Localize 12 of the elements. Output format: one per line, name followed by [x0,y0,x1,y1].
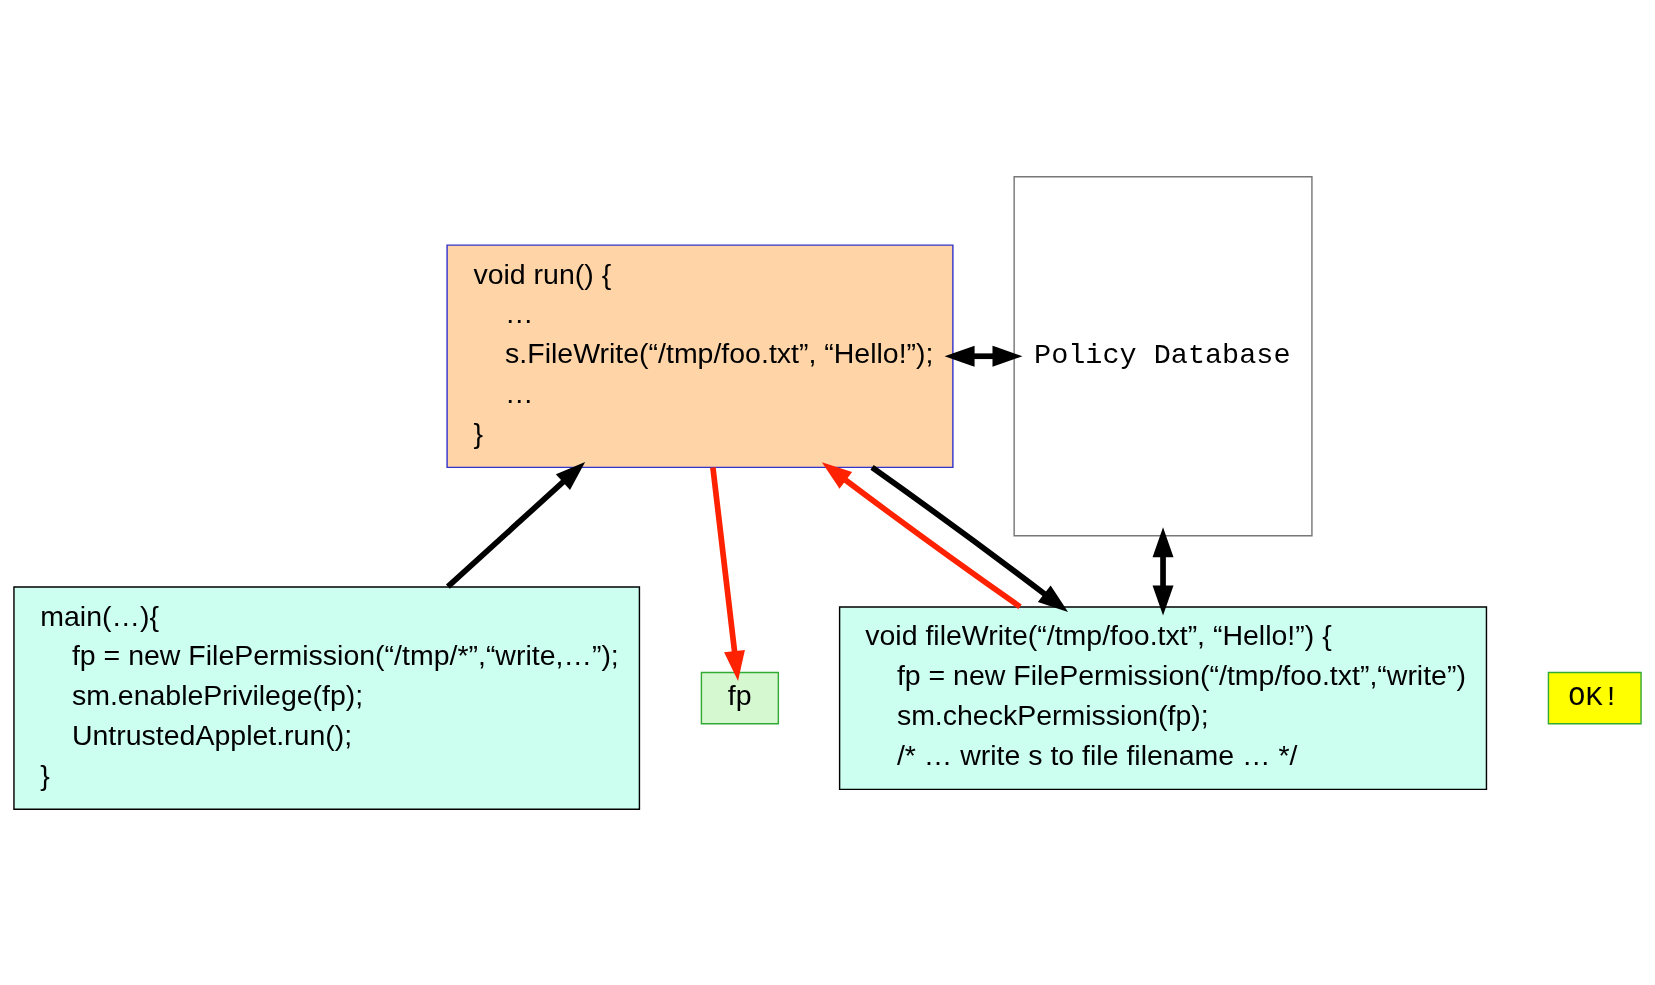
node-box: OK! [1547,671,1642,724]
arrow [944,345,1023,367]
arrow [870,464,1069,612]
node-box: void fileWrite(“/tmp/foo.txt”, “Hello!”) { fp = new FilePermission(“/tmp/foo.txt”,“write”) sm.checkPermission(fp); /* … write s to file filename … */ [838,605,1488,790]
arrow [821,461,1022,609]
arrow [1152,526,1174,615]
node-box: Policy Database [1013,175,1313,536]
node-box: main(…){ fp = new FilePermission(“/tmp/*”,“write,…”); sm.enablePrivilege(fp); UntrustedApplet.run(); } [13,585,641,810]
node-box: void run() { … s.FileWrite(“/tmp/foo.txt”, “Hello!”); … } [446,243,954,468]
arrow [445,461,586,589]
node-box: fp [700,671,780,724]
arrow [710,466,745,681]
